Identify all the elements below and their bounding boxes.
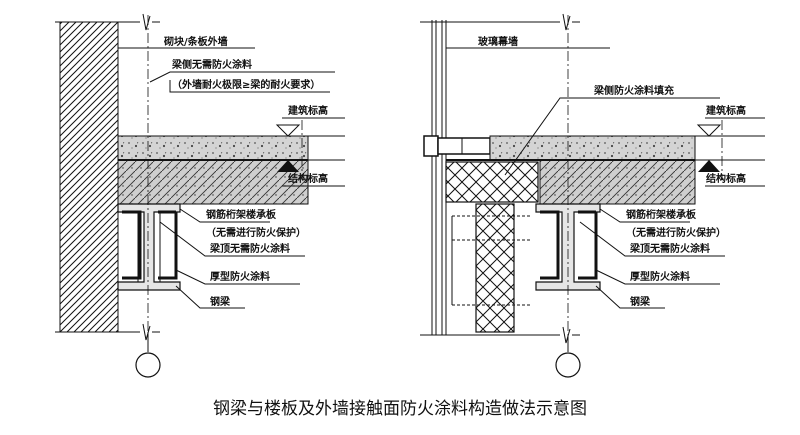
label-no-top-coating: 梁顶无需防火涂料	[209, 242, 290, 255]
structural-elevation-marker	[698, 160, 720, 172]
label-truss-deck: 钢筋桁架楼承板	[206, 208, 277, 221]
left-detail: 砌块/条板外墙 梁侧无需防火涂料 （外墙耐火极限≥梁的耐火要求） 建筑标高 结构…	[55, 13, 345, 378]
truss-deck-slab	[539, 159, 696, 205]
steel-beam	[117, 203, 181, 291]
label-no-side-coating: 梁侧无需防火涂料	[171, 58, 252, 71]
break-mark	[55, 13, 160, 31]
truss-deck-slab	[117, 159, 309, 205]
axis-bubble	[135, 352, 161, 378]
right-detail: 玻璃幕墙 梁侧防火涂料填充 建筑标高 结构标高 钢筋桁架楼承板 （无需进行防火保…	[420, 13, 765, 378]
label-steel-beam: 钢梁	[210, 295, 231, 308]
label-thick-coating: 厚型防火涂料	[210, 270, 270, 283]
break-mark	[55, 323, 160, 341]
break-mark	[420, 326, 580, 344]
label-building-elevation: 建筑标高	[705, 104, 746, 117]
curtain-wall-anchor	[423, 135, 491, 157]
masonry-wall	[59, 21, 119, 333]
label-no-protection-needed: （无需进行防火保护）	[206, 226, 306, 239]
label-side-coating-fill: 梁侧防火涂料填充	[593, 84, 674, 97]
label-structural-elevation: 结构标高	[706, 172, 746, 185]
label-structural-elevation: 结构标高	[288, 172, 328, 185]
label-building-elevation: 建筑标高	[287, 104, 328, 117]
axis-bubble	[555, 352, 581, 378]
label-steel-beam: 钢梁	[630, 295, 651, 308]
label-masonry-wall: 砌块/条板外墙	[163, 35, 228, 48]
firestop-insulation-vertical	[475, 203, 515, 333]
diagram-caption: 钢梁与楼板及外墙接触面防火涂料构造做法示意图	[213, 399, 587, 419]
break-mark	[420, 13, 580, 31]
firestop-insulation-horizontal	[445, 161, 539, 203]
curtain-wall	[431, 20, 447, 335]
label-thick-coating: 厚型防火涂料	[630, 270, 690, 283]
structural-elevation-marker	[277, 160, 299, 172]
left-leaders	[118, 47, 345, 309]
floor-topping	[489, 135, 696, 161]
label-no-protection-needed: （无需进行防火保护）	[626, 226, 726, 239]
right-leaders	[446, 47, 765, 309]
label-no-top-coating: 梁顶无需防火涂料	[629, 242, 710, 255]
label-truss-deck: 钢筋桁架楼承板	[626, 208, 697, 221]
building-elevation-marker	[275, 124, 301, 137]
label-glass-curtain-wall: 玻璃幕墙	[478, 35, 518, 48]
floor-topping	[117, 135, 309, 161]
label-wall-rating-note: （外墙耐火极限≥梁的耐火要求）	[172, 78, 320, 91]
building-elevation-marker	[696, 124, 722, 137]
